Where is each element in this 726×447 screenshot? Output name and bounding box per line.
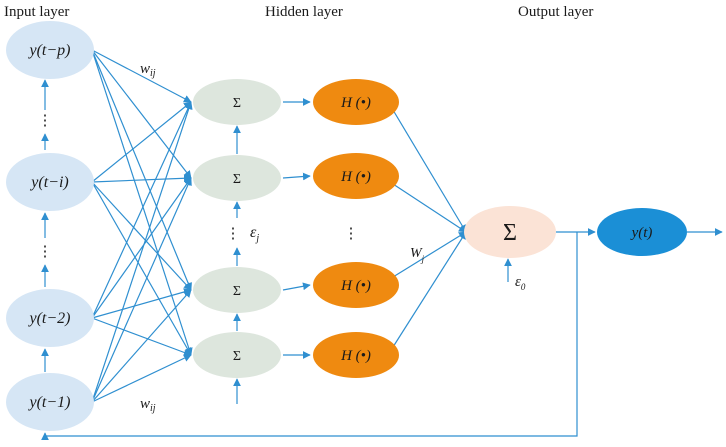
hidden-sum-node-4-shape — [193, 332, 281, 378]
activation-node-2-shape — [313, 153, 399, 199]
sum-ellipsis: ⋮ — [226, 226, 241, 242]
activation-node-1-shape — [313, 79, 399, 125]
hidden-sum-node-1-label: Σ — [233, 96, 241, 111]
connection-sum-2-to-activation-2 — [282, 172, 311, 181]
connection-input-2-to-sum-2 — [91, 174, 192, 183]
activation-node-2-label: H (•) — [340, 169, 371, 185]
input-node-y_t_p-shape — [6, 21, 94, 79]
connection-feedback-loop — [41, 232, 578, 441]
hidden-sum-node-2: Σ — [193, 155, 281, 201]
input-weight-label-top: wij — [140, 61, 156, 79]
hidden-sum-node-4: Σ — [193, 332, 281, 378]
activation-node-4-shape — [313, 332, 399, 378]
activation-node-4: H (•) — [313, 332, 399, 378]
connection-input-4-to-sum-1 — [91, 101, 193, 403]
connection-input-4-to-sum-2 — [91, 177, 192, 403]
connections-layer — [41, 49, 723, 441]
hidden-sum-node-2-shape — [193, 155, 281, 201]
activation-node-4-label: H (•) — [340, 348, 371, 364]
connection-input-1-to-sum-2 — [91, 49, 192, 179]
output-bias-label: ε0 — [515, 274, 526, 292]
hidden-sum-node-3-shape — [193, 267, 281, 313]
hidden-weight-label: Wj — [410, 246, 425, 264]
connection-input-1-to-sum-3 — [91, 49, 192, 291]
output-sum-node-label: Σ — [503, 220, 517, 246]
input-ellipsis-upper: ⋮ — [38, 113, 53, 129]
input-node-y_t_i-shape — [6, 153, 94, 211]
hidden-sum-node-1: Σ — [193, 79, 281, 125]
hidden-sum-node-1-shape — [193, 79, 281, 125]
input-node-y_t_p-label: y(t−p) — [28, 42, 71, 59]
connection-input-2-to-sum-1 — [91, 101, 192, 183]
connection-sum-3-to-activation-3 — [282, 282, 311, 291]
output-sum-node: Σ — [464, 206, 556, 258]
hidden-sum-node-2-label: Σ — [233, 172, 241, 187]
hidden-sum-node-4-label: Σ — [233, 349, 241, 364]
input-ellipsis-lower: ⋮ — [38, 244, 53, 260]
output-sum-node-shape — [464, 206, 556, 258]
input-layer-header: Input layer — [4, 4, 69, 20]
hidden-layer-header: Hidden layer — [265, 4, 343, 20]
activation-node-3-label: H (•) — [340, 278, 371, 294]
activation-node-3: H (•) — [313, 262, 399, 308]
output-node-label: y(t) — [630, 225, 653, 241]
input-node-y_t_1-shape — [6, 373, 94, 431]
input-node-y_t_2-shape — [6, 289, 94, 347]
connection-input-2-to-sum-3 — [91, 181, 192, 291]
hidden-sum-node-3: Σ — [193, 267, 281, 313]
input-weight-label-bottom: wij — [140, 396, 156, 414]
output-layer-header: Output layer — [518, 4, 593, 20]
input-node-y_t_i: y(t−i) — [6, 153, 94, 211]
connection-input-1-to-sum-1 — [91, 49, 192, 103]
nodes-layer: y(t−p) y(t−i) y(t−2) y(t−1) Σ Σ Σ Σ H (•) H (•) H … — [6, 21, 687, 431]
connection-input-3-to-sum-4 — [91, 317, 192, 357]
activation-node-2: H (•) — [313, 153, 399, 199]
activation-node-1: H (•) — [313, 79, 399, 125]
hidden-bias-label: εj — [250, 224, 259, 244]
input-node-y_t_2: y(t−2) — [6, 289, 94, 347]
input-node-y_t_i-label: y(t−i) — [29, 174, 68, 191]
connection-input-4-to-sum-4 — [91, 354, 192, 403]
connection-input-3-to-sum-3 — [91, 288, 192, 319]
connection-activation-3-to-output-sum — [392, 231, 467, 278]
activation-ellipsis: ⋮ — [344, 226, 359, 242]
input-node-y_t_2-label: y(t−2) — [28, 310, 71, 327]
connection-input-2-to-sum-4 — [91, 181, 192, 356]
activation-node-1-label: H (•) — [340, 95, 371, 111]
connection-activation-4-to-output-sum — [392, 231, 467, 348]
hidden-sum-node-3-label: Σ — [233, 284, 241, 299]
input-node-y_t_1: y(t−1) — [6, 373, 94, 431]
connection-input-3-to-sum-2 — [91, 177, 192, 319]
connection-input-4-to-sum-3 — [91, 289, 192, 403]
connection-input-3-to-sum-1 — [91, 101, 192, 319]
input-node-y_t_1-label: y(t−1) — [28, 394, 71, 411]
connection-input-1-to-sum-4 — [91, 49, 193, 356]
connection-activation-2-to-output-sum — [392, 183, 467, 233]
output-node: y(t) — [597, 208, 687, 256]
output-node-shape — [597, 208, 687, 256]
activation-node-3-shape — [313, 262, 399, 308]
input-node-y_t_p: y(t−p) — [6, 21, 94, 79]
connection-activation-1-to-output-sum — [392, 109, 467, 233]
